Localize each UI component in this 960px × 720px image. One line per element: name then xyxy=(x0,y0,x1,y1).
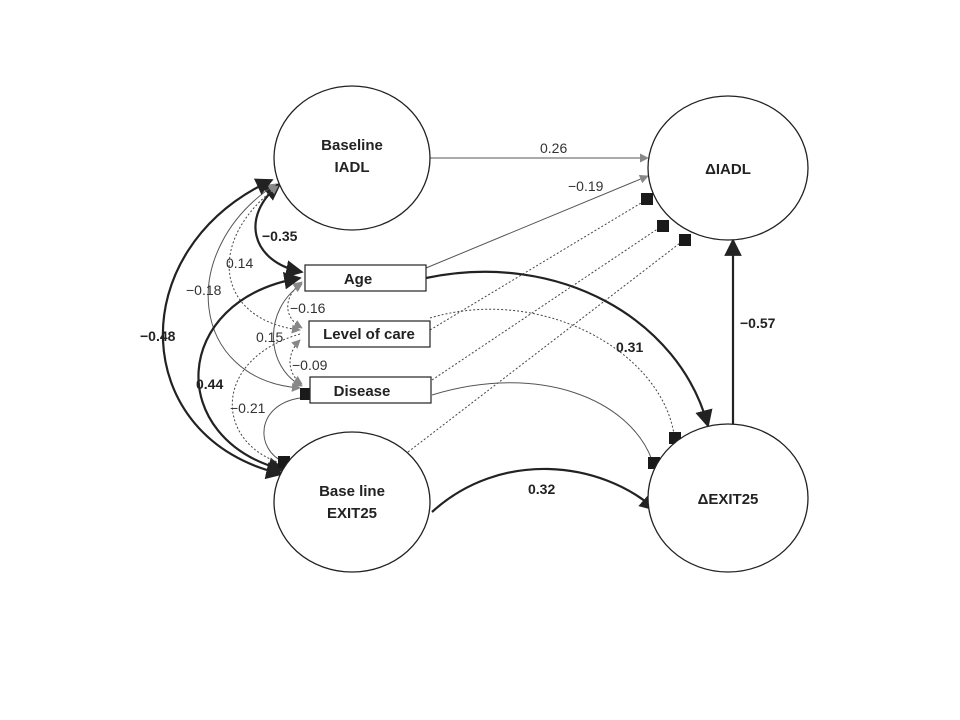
edge-label-iadl-exit: −0.48 xyxy=(140,328,176,344)
node-age-label: Age xyxy=(344,271,372,288)
edge-age-exit-covariance xyxy=(197,271,302,475)
edge-label-exit-to-delta-exit: 0.32 xyxy=(528,481,555,497)
node-baseline-exit25-line1: Base line xyxy=(319,483,385,500)
edge-label-iadl-disease: −0.18 xyxy=(186,282,222,298)
edge-disease-to-delta-exit xyxy=(431,382,653,461)
edge-iadl-exit-covariance xyxy=(161,178,284,480)
edge-loc-to-delta-exit xyxy=(429,308,675,435)
square-marker xyxy=(641,193,653,205)
node-baseline-exit25: Base line EXIT25 xyxy=(273,431,431,573)
edge-age-to-delta-exit xyxy=(425,270,713,428)
edge-label-delta-exit-to-delta-iadl: −0.57 xyxy=(740,315,776,331)
edge-label-age-to-delta-iadl: −0.19 xyxy=(568,178,604,194)
node-delta-iadl-label: ΔIADL xyxy=(705,161,751,178)
edge-label-age-to-delta-exit: 0.31 xyxy=(616,339,643,355)
node-age: Age xyxy=(304,264,427,292)
edge-label-disease-exit: −0.21 xyxy=(230,400,266,416)
square-marker xyxy=(300,388,312,400)
node-delta-exit25-label: ΔEXIT25 xyxy=(698,491,759,508)
edge-age-to-delta-iadl xyxy=(425,174,649,269)
edge-disease-exit-covariance xyxy=(263,397,301,463)
square-marker xyxy=(679,234,691,246)
edge-label-iadl-loc: 0.14 xyxy=(226,255,253,271)
edge-label-age-exit: 0.44 xyxy=(196,376,223,392)
edge-exit-to-delta-exit xyxy=(431,467,658,513)
node-delta-iadl: ΔIADL xyxy=(647,95,809,241)
edge-label-age-loc: −0.16 xyxy=(290,300,326,316)
node-baseline-iadl-line1: Baseline xyxy=(321,137,383,154)
edge-loc-to-delta-iadl xyxy=(429,199,647,331)
edge-disease-to-delta-iadl xyxy=(431,225,663,381)
edge-label-loc-disease: −0.09 xyxy=(292,357,328,373)
node-disease-label: Disease xyxy=(334,383,391,400)
node-level-of-care-label: Level of care xyxy=(323,326,415,343)
edge-iadl-disease-covariance xyxy=(207,183,301,392)
square-marker xyxy=(657,220,669,232)
node-disease: Disease xyxy=(309,376,432,404)
node-level-of-care: Level of care xyxy=(308,320,431,348)
edge-label-age-disease: 0.15 xyxy=(256,329,283,345)
node-baseline-iadl-line2: IADL xyxy=(335,159,370,176)
node-baseline-exit25-line2: EXIT25 xyxy=(327,505,377,522)
edge-label-iadl-age: −0.35 xyxy=(262,228,298,244)
node-delta-exit25: ΔEXIT25 xyxy=(647,423,809,573)
edge-loc-exit-covariance xyxy=(231,333,301,465)
node-baseline-iadl: Baseline IADL xyxy=(273,85,431,231)
edge-label-iadl-to-delta-iadl: 0.26 xyxy=(540,140,567,156)
